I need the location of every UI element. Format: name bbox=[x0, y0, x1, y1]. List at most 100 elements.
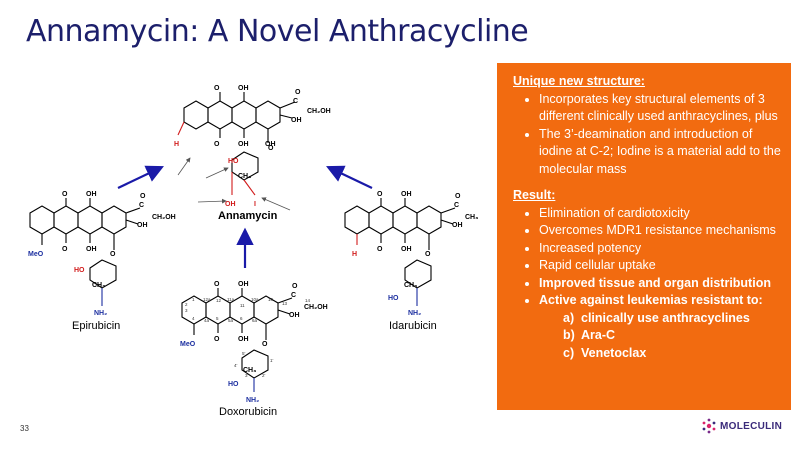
atom-label: OH bbox=[86, 246, 97, 253]
atom-label: O bbox=[262, 341, 268, 348]
position-number: 4' bbox=[234, 363, 238, 368]
result-heading: Result: bbox=[513, 188, 556, 202]
list-item: Active against leukemias resistant to: bbox=[539, 292, 781, 310]
list-item: Increased potency bbox=[539, 240, 781, 258]
list-item: The 3’-deamination and introduction of i… bbox=[539, 126, 781, 179]
epirubicin-label: Epirubicin bbox=[72, 320, 120, 332]
position-number: 5 bbox=[216, 316, 219, 321]
atom-label: CH₂OH bbox=[307, 108, 331, 115]
atom-label: CH₃ bbox=[238, 173, 251, 180]
atom-label: CH₃ bbox=[243, 367, 256, 374]
atom-label: O bbox=[140, 193, 146, 200]
position-number: 1 bbox=[192, 297, 195, 302]
atom-label: C bbox=[454, 202, 459, 209]
atom-label: MeO bbox=[28, 251, 44, 258]
list-item: Incorporates key structural elements of … bbox=[539, 91, 781, 126]
pointer-arrows bbox=[177, 157, 291, 211]
atom-label: O bbox=[62, 246, 68, 253]
atom-label: O bbox=[455, 193, 461, 200]
idarubicin-label: Idarubicin bbox=[389, 320, 437, 332]
position-number: 4a bbox=[204, 318, 210, 323]
position-number: 6 bbox=[240, 316, 243, 321]
sub-item-label: b) bbox=[563, 328, 575, 342]
atom-label: CH₃ bbox=[465, 214, 478, 221]
atom-label: OH bbox=[238, 85, 249, 92]
atom-label: I bbox=[254, 201, 256, 208]
sub-item-text: clinically use anthracyclines bbox=[581, 310, 750, 325]
atom-label: CH₂OH bbox=[304, 304, 328, 311]
atom-label: OH bbox=[265, 141, 276, 148]
position-number: 5' bbox=[242, 351, 246, 356]
position-number: 5a bbox=[228, 318, 234, 323]
atom-label: O bbox=[214, 336, 220, 343]
sub-list-item: b) Ara-C bbox=[509, 327, 781, 345]
atom-label: CH₃ bbox=[404, 282, 417, 289]
doxorubicin-atoms: O OH O OH O C O CH₂OH OH MeO CH₃ HO NH₂ bbox=[180, 281, 328, 404]
list-item: Improved tissue and organ distribution bbox=[539, 275, 781, 293]
sub-item-label: c) bbox=[563, 345, 575, 360]
atom-label: HO bbox=[228, 381, 239, 388]
position-number: 14 bbox=[305, 298, 311, 303]
sub-list-item: a)clinically use anthracyclines bbox=[509, 310, 781, 328]
position-number: 13 bbox=[282, 301, 288, 306]
atom-label: OH bbox=[401, 246, 412, 253]
info-panel: Unique new structure: Incorporates key s… bbox=[497, 63, 791, 410]
atom-label: C bbox=[291, 292, 296, 299]
position-number: 11 bbox=[240, 303, 245, 308]
slide-title: Annamycin: A Novel Anthracycline bbox=[26, 14, 529, 49]
annamycin-label: Annamycin bbox=[218, 210, 278, 222]
molecule-logo-icon bbox=[702, 418, 716, 434]
atom-label: HO bbox=[74, 267, 85, 274]
annamycin-atoms: O OH O OH OH C CH₂OH OH O O H HO CH₃ OH … bbox=[174, 85, 331, 208]
page-number: 33 bbox=[20, 424, 29, 433]
atom-label: CH₃ bbox=[92, 282, 105, 289]
convergence-arrows bbox=[117, 165, 373, 268]
arrow-from-idarubicin bbox=[326, 165, 373, 189]
atom-label: NH₂ bbox=[94, 310, 107, 317]
atom-label: O bbox=[214, 85, 220, 92]
position-number: 2 bbox=[185, 302, 188, 307]
idarubicin-atoms: O OH O OH O C O CH₃ OH H HO CH₃ NH₂ bbox=[352, 191, 478, 317]
epirubicin-structure bbox=[29, 198, 141, 306]
atom-label: NH₂ bbox=[408, 310, 421, 317]
atom-label: OH bbox=[401, 191, 412, 198]
structure-diagram: O OH O OH OH C CH₂OH OH O O H HO CH₃ OH … bbox=[0, 60, 490, 440]
sub-item-text: Venetoclax bbox=[581, 345, 647, 360]
atom-label: O bbox=[214, 281, 220, 288]
atom-label: OH bbox=[86, 191, 97, 198]
annamycin-structure bbox=[177, 92, 296, 196]
unique-structure-list: Incorporates key structural elements of … bbox=[509, 91, 781, 179]
atom-label: OH bbox=[452, 222, 463, 229]
position-number: 10a bbox=[251, 297, 259, 302]
atom-label: H bbox=[174, 141, 179, 148]
atom-label: O bbox=[268, 145, 274, 152]
atom-label: HO bbox=[388, 295, 399, 302]
doxorubicin-structure bbox=[181, 288, 293, 392]
idarubicin-structure bbox=[344, 198, 456, 306]
atom-label: HO bbox=[228, 158, 239, 165]
unique-structure-heading: Unique new structure: bbox=[513, 74, 645, 88]
list-item: Elimination of cardiotoxicity bbox=[539, 205, 781, 223]
atom-label: H bbox=[352, 251, 357, 258]
position-number: 3 bbox=[185, 308, 188, 313]
logo-text: MOLECULIN bbox=[720, 420, 783, 432]
atom-label: NH₂ bbox=[246, 397, 259, 404]
atom-label: OH bbox=[238, 141, 249, 148]
atom-label: C bbox=[293, 98, 298, 105]
position-number: 3' bbox=[245, 373, 249, 378]
atom-label: O bbox=[295, 89, 301, 96]
atom-label: O bbox=[62, 191, 68, 198]
sub-list-item: c) Venetoclax bbox=[509, 345, 781, 363]
arrow-from-epirubicin bbox=[117, 165, 164, 189]
atom-label: OH bbox=[238, 336, 249, 343]
epirubicin-atoms: O OH O OH O C O CH₂OH OH MeO HO CH₃ NH₂ bbox=[28, 191, 176, 317]
resistance-sublist: a)clinically use anthracyclines b)Ara-C … bbox=[509, 310, 781, 363]
sub-item-text: Ara-C bbox=[581, 328, 616, 342]
doxorubicin-position-numbers: 12a 12 11a 10a 10 11 5a 6a 6 5 4a 4 3 2 … bbox=[185, 297, 311, 378]
position-number: 6a bbox=[252, 318, 258, 323]
atom-label: O bbox=[425, 251, 431, 258]
atom-label: OH bbox=[238, 281, 249, 288]
position-number: 10 bbox=[268, 297, 274, 302]
company-logo: MOLECULIN bbox=[700, 417, 782, 435]
atom-label: OH bbox=[225, 201, 236, 208]
